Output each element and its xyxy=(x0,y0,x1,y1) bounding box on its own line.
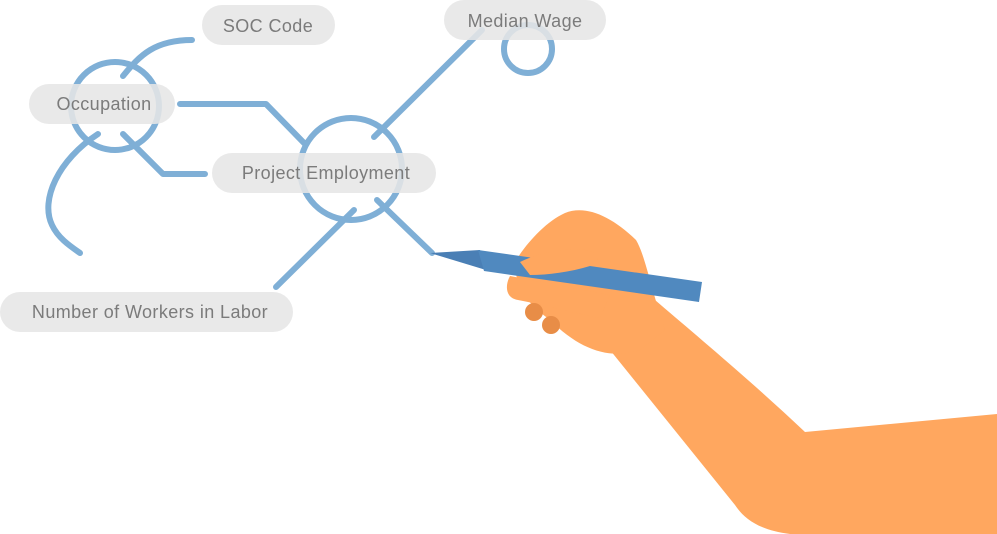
connector-occupation-loop xyxy=(45,131,101,256)
node-workers-in-labor: Number of Workers in Labor xyxy=(0,292,293,332)
hand-holding-pen-icon xyxy=(430,210,997,534)
connector-project-median xyxy=(371,27,485,140)
connector-occupation-project-lower xyxy=(120,131,208,177)
node-workers-in-labor-pill xyxy=(0,292,293,332)
node-soc-code-label: SOC Code xyxy=(223,16,313,36)
node-project-employment-label: Project Employment xyxy=(242,163,410,183)
connector-project-workers xyxy=(273,207,357,290)
connector-occupation-soc xyxy=(120,37,195,79)
node-soc-code: SOC Code xyxy=(202,5,335,45)
hand-knuckle-shadow-1 xyxy=(525,303,543,321)
node-median-wage-label: Median Wage xyxy=(468,11,583,31)
connector-occupation-project xyxy=(177,101,308,147)
pen-tip xyxy=(430,250,486,270)
node-project-employment: Project Employment xyxy=(212,153,436,193)
node-workers-in-labor-label: Number of Workers in Labor xyxy=(32,302,268,322)
node-soc-code-pill xyxy=(202,5,335,45)
node-occupation: Occupation xyxy=(29,84,175,124)
hand-knuckle-shadow-2 xyxy=(542,316,560,334)
hand-thumb xyxy=(520,249,598,275)
node-occupation-label: Occupation xyxy=(56,94,151,114)
node-median-wage-pill xyxy=(444,0,606,40)
hand-finger-lower xyxy=(506,276,610,318)
node-median-wage: Median Wage xyxy=(444,0,606,40)
node-project-employment-pill xyxy=(212,153,436,193)
arm-shape xyxy=(610,300,997,534)
node-occupation-pill xyxy=(29,84,175,124)
